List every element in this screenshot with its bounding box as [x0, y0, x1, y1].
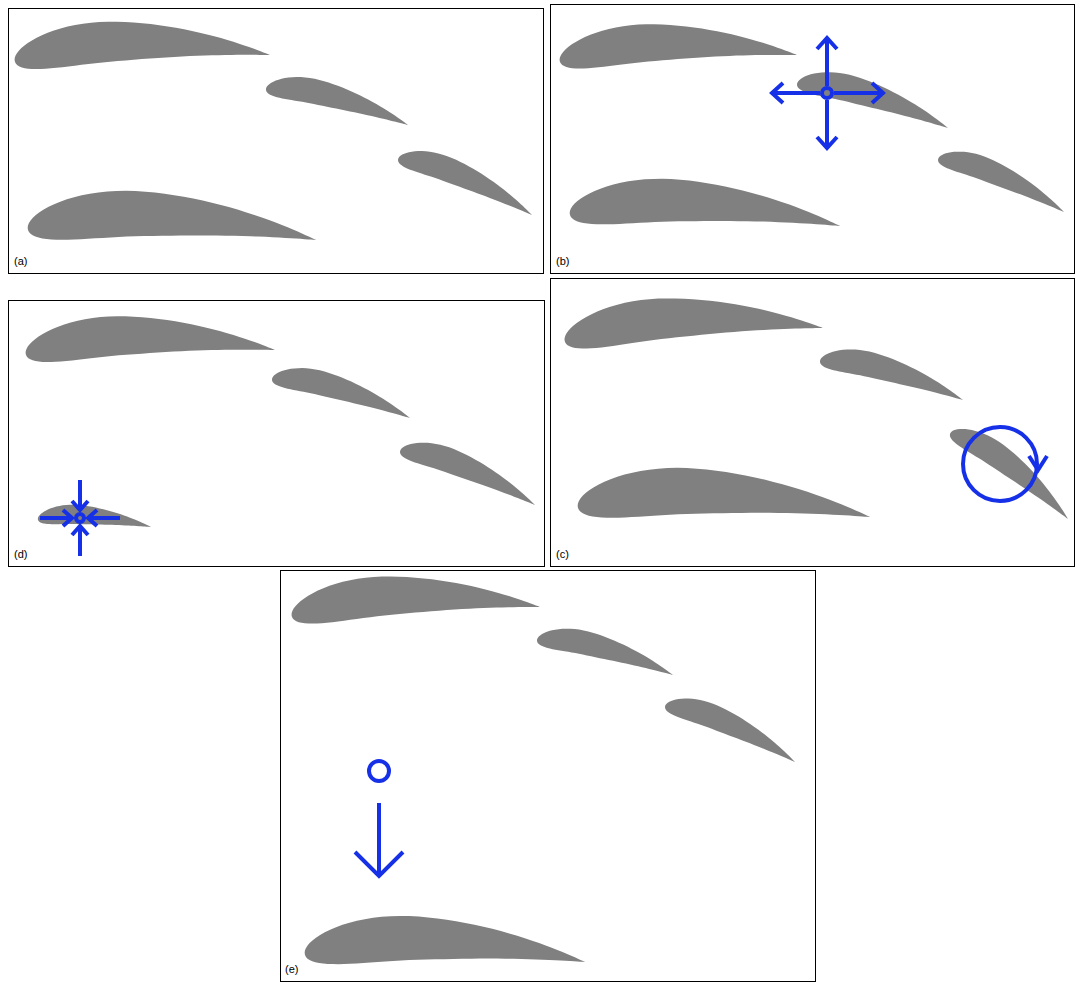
arrow — [817, 100, 837, 148]
airfoil — [820, 349, 963, 400]
panel-label: (c) — [556, 548, 569, 561]
scale-icon — [40, 480, 120, 556]
insert-point — [369, 761, 389, 781]
airfoil — [665, 699, 795, 762]
arrow — [72, 526, 88, 556]
airfoil — [537, 629, 673, 675]
panel-label: (e) — [285, 963, 298, 976]
arrow — [834, 83, 883, 103]
manipulation-icons — [40, 38, 1047, 876]
airfoil — [26, 316, 275, 362]
airfoil — [400, 443, 535, 505]
airfoil — [578, 468, 870, 518]
arrow — [355, 803, 403, 876]
panel-frame — [551, 5, 1075, 274]
rotation-circle — [963, 427, 1037, 501]
panel-frame — [281, 571, 816, 982]
panel-frame — [551, 279, 1075, 567]
airfoil — [305, 916, 585, 964]
panel-label: (b) — [556, 255, 569, 268]
rotate-icon — [963, 427, 1047, 501]
pivot-circle — [76, 514, 84, 522]
translate-icon — [772, 38, 883, 148]
airfoil — [570, 179, 840, 226]
arrow — [72, 480, 88, 510]
airfoil — [560, 24, 797, 68]
airfoil — [797, 72, 948, 128]
airfoil — [15, 22, 270, 69]
airfoil — [565, 298, 823, 348]
airfoil — [38, 505, 151, 527]
panel-frame — [9, 301, 545, 567]
airfoil-group — [15, 22, 1068, 965]
airfoil — [938, 152, 1064, 212]
insert-icon — [355, 761, 403, 876]
arrow — [88, 510, 120, 526]
panel-label: (d) — [14, 548, 27, 561]
arrow — [40, 510, 72, 526]
panel-label: (a) — [14, 255, 27, 268]
airfoil — [398, 151, 532, 215]
panel-frame — [9, 9, 544, 274]
airfoil — [292, 576, 540, 623]
panel-frames — [9, 5, 1075, 982]
arrow — [772, 83, 820, 103]
arrowhead — [1029, 456, 1047, 470]
arrow — [817, 38, 837, 86]
airfoil — [28, 191, 316, 240]
airfoil — [266, 77, 408, 125]
pivot-circle — [822, 88, 832, 98]
airfoil — [272, 368, 410, 418]
